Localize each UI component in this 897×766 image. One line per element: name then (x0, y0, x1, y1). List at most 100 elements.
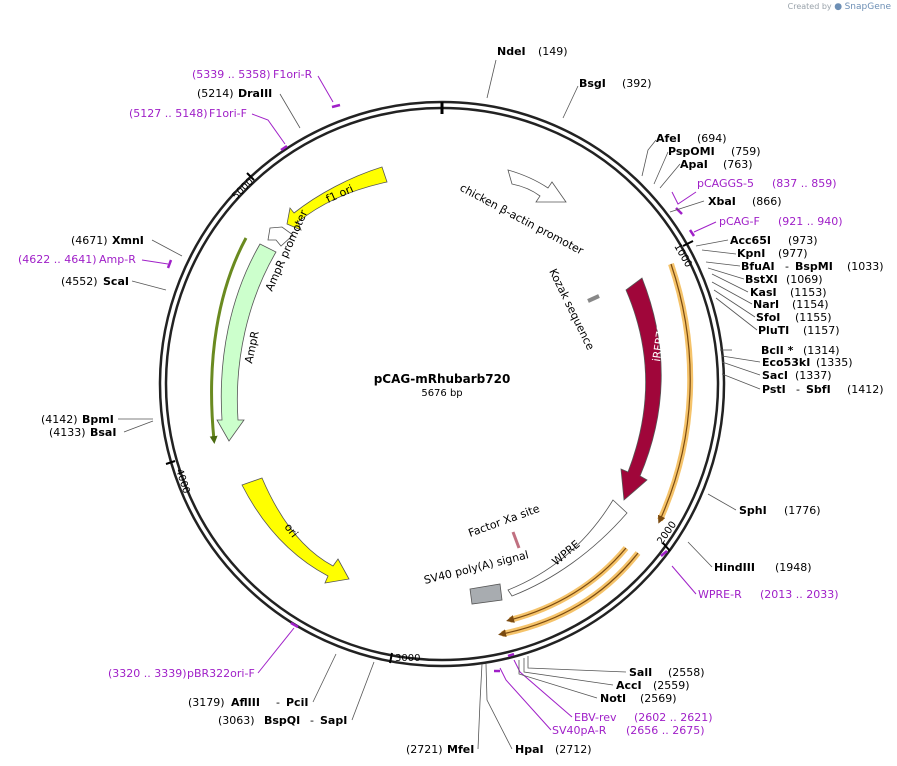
primer-name: F1ori-F (209, 107, 247, 120)
site-mfei[interactable]: (2721) MfeI (406, 743, 474, 756)
site-scai[interactable]: (4552) ScaI (61, 275, 129, 288)
site-bspqi-sapi[interactable]: (3063) BspQI - SapI (218, 714, 347, 727)
site-bstxi[interactable]: BstXI (1069) (745, 273, 823, 286)
primer-f1orif-leader (251, 113, 286, 145)
site-coord: (1157) (803, 324, 840, 337)
site-saci[interactable]: SacI (1337) (762, 369, 832, 382)
site-xmni[interactable]: (4671) XmnI (71, 234, 144, 247)
primer-wprer-leader (671, 565, 697, 595)
primer-f1orif[interactable]: (5127 .. 5148) F1ori-F (129, 107, 247, 120)
site-coord: (1154) (792, 298, 829, 311)
primer-name: pCAG-F (719, 215, 760, 228)
site-xbai[interactable]: XbaI (866) (708, 195, 782, 208)
primer-pbr322orif[interactable]: (3320 .. 3339) pBR322ori-F (108, 667, 255, 680)
feature-sv40-polya-signal-block[interactable] (469, 583, 503, 605)
site-coord: (2721) (406, 743, 443, 756)
site-bsai[interactable]: (4133) BsaI (49, 426, 116, 439)
primer-f1orir[interactable]: (5339 .. 5358) F1ori-R (192, 68, 313, 81)
site-hpai[interactable]: HpaI (2712) (515, 743, 592, 756)
primer-sv40par[interactable]: SV40pA-R (2656 .. 2675) (552, 724, 705, 737)
primer-f1orir-mark[interactable] (331, 103, 341, 109)
primer-pcagf-leader (693, 221, 717, 233)
site-name: SacI (762, 369, 788, 382)
primer-pcaggs5[interactable]: pCAGGS-5 (837 .. 859) (697, 177, 837, 190)
site-name: AflIII (231, 696, 260, 709)
site-name: HpaI (515, 743, 544, 756)
site-name: BfuAI (741, 260, 775, 273)
primer-marks (141, 75, 717, 731)
primer-f1orif-mark[interactable] (280, 144, 288, 152)
site-eco53ki[interactable]: Eco53kI (1335) (762, 356, 853, 369)
site-name-2: PciI (286, 696, 308, 709)
site-name: BclI * (761, 344, 794, 357)
site-name: BstXI (745, 273, 778, 286)
feature-f1-ori-arrow[interactable] (286, 166, 388, 231)
primer-ebvrev-mark[interactable] (507, 652, 515, 658)
site-sfoi[interactable]: SfoI (1155) (756, 311, 832, 324)
primer-wprer[interactable]: WPRE-R (2013 .. 2033) (698, 588, 839, 601)
site-pspomi[interactable]: PspOMI (759) (668, 145, 761, 158)
site-name: PspOMI (668, 145, 715, 158)
site-sphi[interactable]: SphI (1776) (739, 504, 821, 517)
site-bpmi[interactable]: (4142) BpmI (41, 413, 114, 426)
primer-range: (921 .. 940) (778, 215, 843, 228)
site-coord: (1314) (803, 344, 840, 357)
feature-ampr-promoter-arrow[interactable] (267, 226, 294, 247)
site-name-2: SapI (320, 714, 347, 727)
primer-ampr[interactable]: (4622 .. 4641) Amp-R (18, 253, 136, 266)
site-nari[interactable]: NarI (1154) (753, 298, 829, 311)
primer-pcagf[interactable]: pCAG-F (921 .. 940) (719, 215, 843, 228)
site-coord: (866) (752, 195, 782, 208)
site-name: ApaI (680, 158, 708, 171)
site-afei[interactable]: AfeI (694) (656, 132, 727, 145)
site-afliii-pcii[interactable]: (3179) AflIII - PciI (188, 696, 308, 709)
site-coord: (2569) (640, 692, 677, 705)
site-name-2: BspMI (795, 260, 833, 273)
site-name: NotI (600, 692, 626, 705)
site-kpni[interactable]: KpnI (977) (737, 247, 808, 260)
site-noti[interactable]: NotI (2569) (600, 692, 677, 705)
site-psti-sbfi[interactable]: PstI - SbfI (1412) (762, 383, 884, 396)
site-ndei[interactable]: NdeI (149) (497, 45, 568, 58)
site-coord: (1069) (786, 273, 823, 286)
feature-kozak-sequence-mark[interactable] (587, 294, 600, 303)
site-draiii[interactable]: (5214) DraIII (197, 87, 272, 100)
feature-ori-arrow[interactable] (241, 477, 350, 584)
site-coord: (1033) (847, 260, 884, 273)
feature-wpre-arrow[interactable] (507, 499, 628, 597)
site-acc65i[interactable]: Acc65I (973) (730, 234, 818, 247)
feature-irfp713-arrow[interactable] (620, 277, 662, 501)
site-pluti[interactable]: PluTI (1157) (758, 324, 840, 337)
site-hindiii[interactable]: HindIII (1948) (714, 561, 812, 574)
site-coord: (3179) (188, 696, 225, 709)
primer-pbr322orif-mark[interactable] (290, 621, 299, 629)
primer-sv40par-leader (499, 667, 552, 731)
site-bsgi[interactable]: BsgI (392) (579, 77, 652, 90)
site-apai[interactable]: ApaI (763) (680, 158, 753, 171)
feature-orf-line-1 (506, 547, 627, 623)
feature-chicken-beta-actin-promoter-arrow[interactable] (507, 169, 567, 203)
site-coord: (763) (723, 158, 753, 171)
site-sali[interactable]: SalI (2558) (629, 666, 705, 679)
site-coord: (1155) (795, 311, 832, 324)
site-bfuai-bspmi[interactable]: BfuAI - BspMI (1033) (741, 260, 884, 273)
primer-pcagf-mark[interactable] (688, 229, 696, 237)
primer-range: (2602 .. 2621) (634, 711, 713, 724)
primer-ebvrev[interactable]: EBV-rev (2602 .. 2621) (574, 711, 713, 724)
primer-ampr-mark[interactable] (166, 259, 173, 269)
site-kasi[interactable]: KasI (1153) (750, 286, 827, 299)
plasmid-size: 5676 bp (421, 388, 462, 399)
site-bcli[interactable]: BclI * (1314) (761, 344, 840, 357)
primer-pcaggs5-mark[interactable] (675, 207, 683, 215)
site-name: NarI (753, 298, 779, 311)
site-coord: (1412) (847, 383, 884, 396)
site-coord: (4671) (71, 234, 108, 247)
primer-wprer-mark[interactable] (660, 550, 668, 557)
feature-ampr-arrow[interactable] (216, 243, 277, 442)
feature-factor-xa-site-mark[interactable] (511, 531, 521, 549)
site-name: SphI (739, 504, 767, 517)
site-acci[interactable]: AccI (2559) (616, 679, 690, 692)
site-coord: (1335) (816, 356, 853, 369)
site-name-2: SbfI (806, 383, 831, 396)
site-coord: (149) (538, 45, 568, 58)
